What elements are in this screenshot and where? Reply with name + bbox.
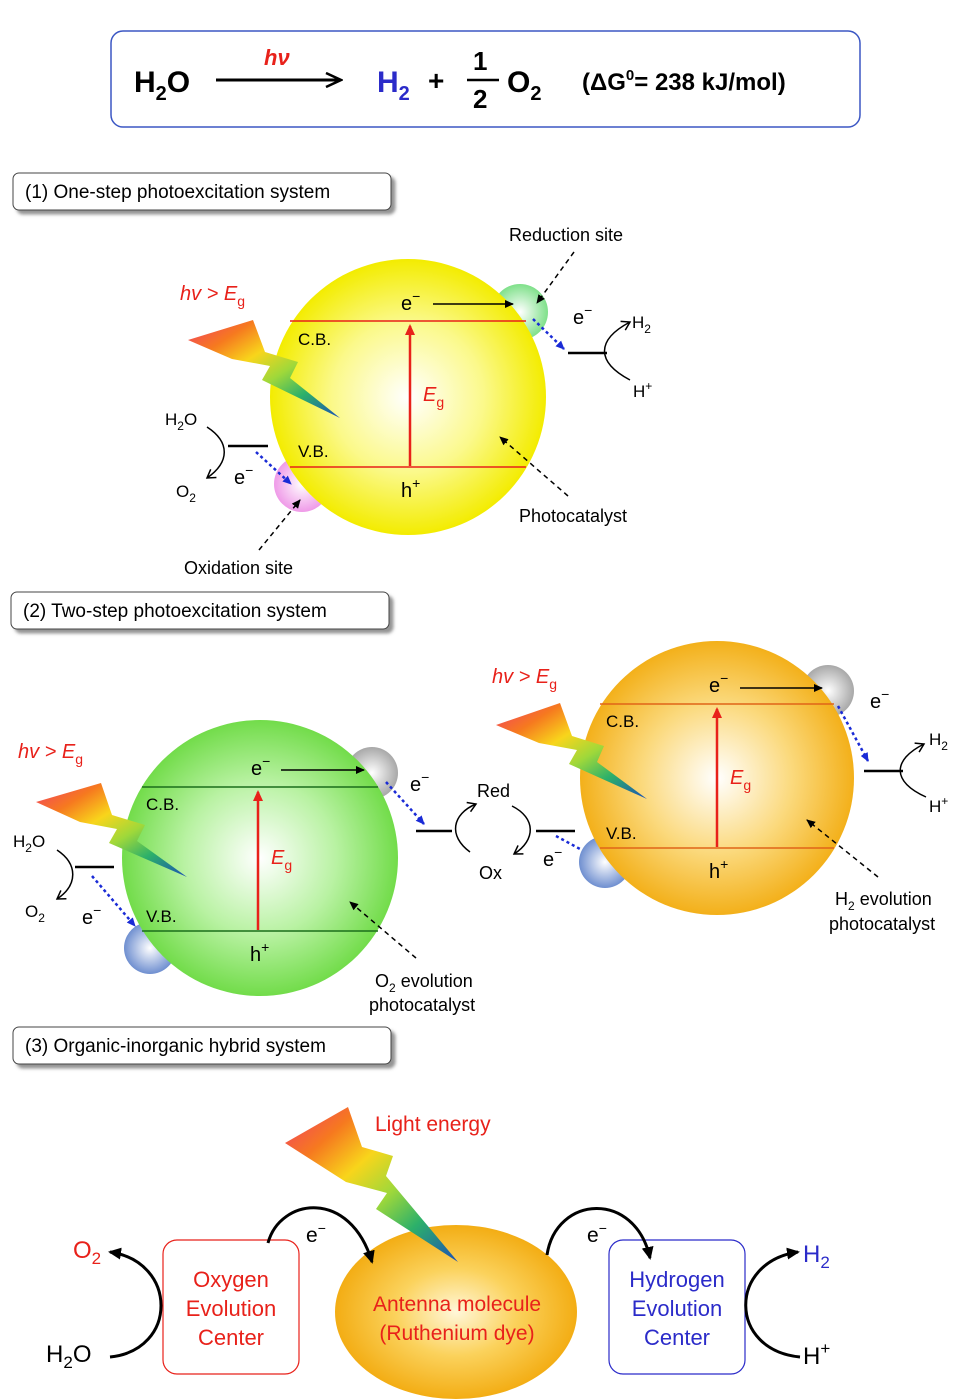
section-2-title: (2) Two-step photoexcitation system <box>23 601 327 622</box>
reduction-site-label: Reduction site <box>509 225 623 245</box>
o2-cat-cb-label: C.B. <box>146 795 179 814</box>
redox-mediator: e− Red Ox e− <box>385 769 594 883</box>
h2-cat-h2-label: H2 <box>929 730 948 753</box>
equation-box: H2O hν H2 + 1 2 O2 (ΔG0= 238 kJ/mol) <box>110 30 861 128</box>
light-label: hv > Eg <box>180 283 245 309</box>
oec-to-antenna-electron-arrow <box>266 1206 375 1264</box>
eq-frac-num: 1 <box>473 46 487 76</box>
hybrid-h2-label: H2 <box>803 1241 830 1272</box>
o2-cat-label-line2: photocatalyst <box>369 995 475 1015</box>
red-to-ox-arrow <box>511 805 531 855</box>
h2-cat-cb-label: C.B. <box>606 712 639 731</box>
o2-cat-label-line1: O2 evolution <box>375 971 473 995</box>
o2-cat-oxidation-blue-arrow <box>91 875 136 927</box>
hec-line-2: Evolution <box>632 1296 723 1321</box>
photocatalyst-label: Photocatalyst <box>519 506 627 526</box>
antenna-line-2: (Ruthenium dye) <box>379 1322 534 1345</box>
h2-cat-light-label: hv > Eg <box>492 666 557 692</box>
vb-label: V.B. <box>298 442 329 461</box>
o2-cat-o2-curve-arrow <box>55 849 74 900</box>
light-bolt-icon <box>188 320 340 418</box>
section-2-label: (2) Two-step photoexcitation system <box>10 591 390 630</box>
hplus-to-h2-arrow <box>744 1247 801 1359</box>
light-energy-label: Light energy <box>375 1113 491 1136</box>
hplus-label: H+ <box>633 379 652 401</box>
h2-cat-vb-label: V.B. <box>606 824 637 843</box>
oec-line-2: Evolution <box>186 1296 277 1321</box>
h2o-to-o2-arrow <box>108 1247 163 1359</box>
o2-cat-o2-label: O2 <box>25 902 45 925</box>
o2-cat-light-bolt-icon <box>36 783 187 877</box>
oxidation-blue-arrow <box>255 451 292 485</box>
h2o-label: H2O <box>165 410 197 433</box>
oec-line-1: Oxygen <box>193 1267 269 1292</box>
oxidation-site-label: Oxidation site <box>184 558 293 578</box>
ox-label: Ox <box>479 863 502 883</box>
hybrid-light-bolt-icon <box>285 1107 458 1262</box>
antenna-line-1: Antenna molecule <box>373 1293 541 1316</box>
o2-label: O2 <box>176 482 196 505</box>
oxidation-electron-label: e− <box>234 462 253 489</box>
photocatalyst-pointer <box>499 436 569 497</box>
h2-cat-reduction-blue-arrow <box>836 705 870 762</box>
oec-electron-label: e− <box>306 1220 326 1247</box>
photocatalyst-sphere <box>270 259 546 535</box>
o2-cat-oxidation-electron: e− <box>82 902 101 929</box>
section-3-title: (3) Organic-inorganic hybrid system <box>25 1036 326 1057</box>
eq-plus: + <box>428 65 444 96</box>
o2-evolution-catalyst: C.B. V.B. Eg e− h+ hv > Eg e− H2O O2 O2 … <box>13 720 475 1015</box>
eq-photon: hν <box>264 45 290 70</box>
mediator-blue-arrow-right <box>555 834 594 858</box>
h2-curve-arrow <box>603 320 632 381</box>
reduction-blue-arrow <box>532 318 565 350</box>
section-3-label: (3) Organic-inorganic hybrid system <box>12 1026 392 1065</box>
h2-cat-hplus-label: H+ <box>929 794 948 816</box>
hybrid-h2o-label: H2O <box>46 1341 91 1372</box>
section-1-label: (1) One-step photoexcitation system <box>12 172 392 211</box>
reduction-electron-label: e− <box>573 302 592 329</box>
hybrid-system: Oxygen Evolution Center Hydrogen Evoluti… <box>46 1107 830 1399</box>
hybrid-o2-label: O2 <box>73 1237 101 1268</box>
o2-cat-vb-label: V.B. <box>146 907 177 926</box>
one-step-system: C.B. V.B. Eg e− h+ hv > Eg e− H2 H+ e− H… <box>165 225 652 578</box>
h2-cat-reduction-electron: e− <box>870 686 889 713</box>
o2-curve-arrow <box>205 426 225 479</box>
antenna-to-hec-electron-arrow <box>545 1207 654 1260</box>
hec-electron-label: e− <box>587 1220 607 1247</box>
ox-to-red-arrow <box>454 801 478 853</box>
o2-cat-pointer <box>349 901 417 959</box>
antenna-molecule-ellipse <box>335 1225 577 1399</box>
h2-label: H2 <box>632 313 651 336</box>
reduction-site-pointer <box>536 251 575 304</box>
hec-line-1: Hydrogen <box>629 1267 724 1292</box>
h2-cat-label-line2: photocatalyst <box>829 914 935 934</box>
eq-delta-g: (ΔG0= 238 kJ/mol) <box>582 67 786 96</box>
section-1-title: (1) One-step photoexcitation system <box>25 182 330 203</box>
h2-evolution-catalyst: C.B. V.B. Eg e− h+ hv > Eg e− H2 H+ H2 e… <box>492 641 948 934</box>
oxygen-evolution-center-box <box>162 1239 300 1375</box>
cb-label: C.B. <box>298 330 331 349</box>
h2-cat-light-bolt-icon <box>496 703 647 799</box>
hec-line-3: Center <box>644 1325 710 1350</box>
eq-frac-den: 2 <box>473 84 487 114</box>
o2-cat-h2o-label: H2O <box>13 832 45 855</box>
oxidation-site-pointer <box>258 499 301 551</box>
h2-cat-pointer <box>806 819 879 878</box>
o2-cat-light-label: hv > Eg <box>18 741 83 767</box>
h2-cat-h2-curve-arrow <box>899 742 927 798</box>
o2-cat-sphere <box>122 720 398 996</box>
oec-line-3: Center <box>198 1325 264 1350</box>
mediator-electron-left: e− <box>410 769 429 796</box>
h2-cat-label-line1: H2 evolution <box>835 889 932 913</box>
mediator-electron-right: e− <box>543 844 562 871</box>
red-label: Red <box>477 781 510 801</box>
hybrid-hplus-label: H+ <box>803 1339 830 1370</box>
